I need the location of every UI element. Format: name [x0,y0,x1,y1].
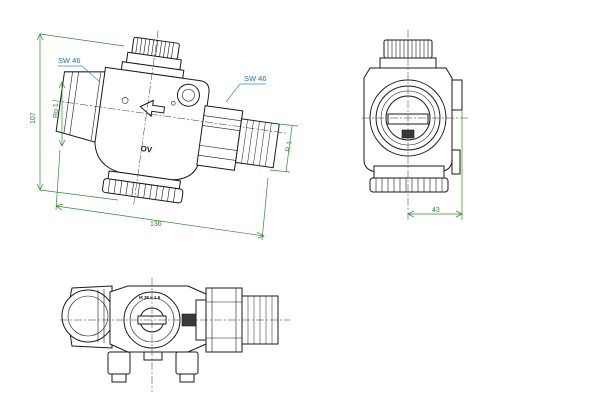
body-marking: OV [140,144,153,155]
top-inlet-port [61,289,115,343]
front-outlet-tail [234,118,280,169]
callout-sw-body-text: SW 46 [58,56,81,65]
front-bottom-ring [101,170,184,204]
callout-sw-body: SW 46 [58,56,101,83]
dimension-inlet-thread: Rp 1 [53,81,66,147]
top-bottom-stubs [107,351,199,383]
inlet-thread-text: Rp 1 [53,103,60,118]
cap-marking: M 35 x 1.5 [139,295,161,300]
dimension-offset: 43 [407,110,463,220]
length-dimension-text: 136 [150,221,162,228]
outlet-thread-text: R 1 [285,140,293,152]
side-bottom-ring [369,177,449,193]
front-view: OV [52,30,289,205]
offset-dimension-text: 43 [432,207,440,214]
dimension-height: 107 [30,33,125,201]
height-dimension-text: 107 [30,112,37,124]
dimension-outlet-thread: R 1 [269,123,299,173]
front-spindle-plug [176,83,200,107]
dimension-length: 136 [55,149,269,241]
callout-sw-union: SW 46 [225,74,267,103]
callout-sw-union-text: SW 46 [244,74,267,83]
flow-arrow-icon [139,99,166,118]
side-view [362,30,468,220]
top-view: M 35 x 1.5 [60,278,290,392]
side-port-stub [451,79,463,111]
